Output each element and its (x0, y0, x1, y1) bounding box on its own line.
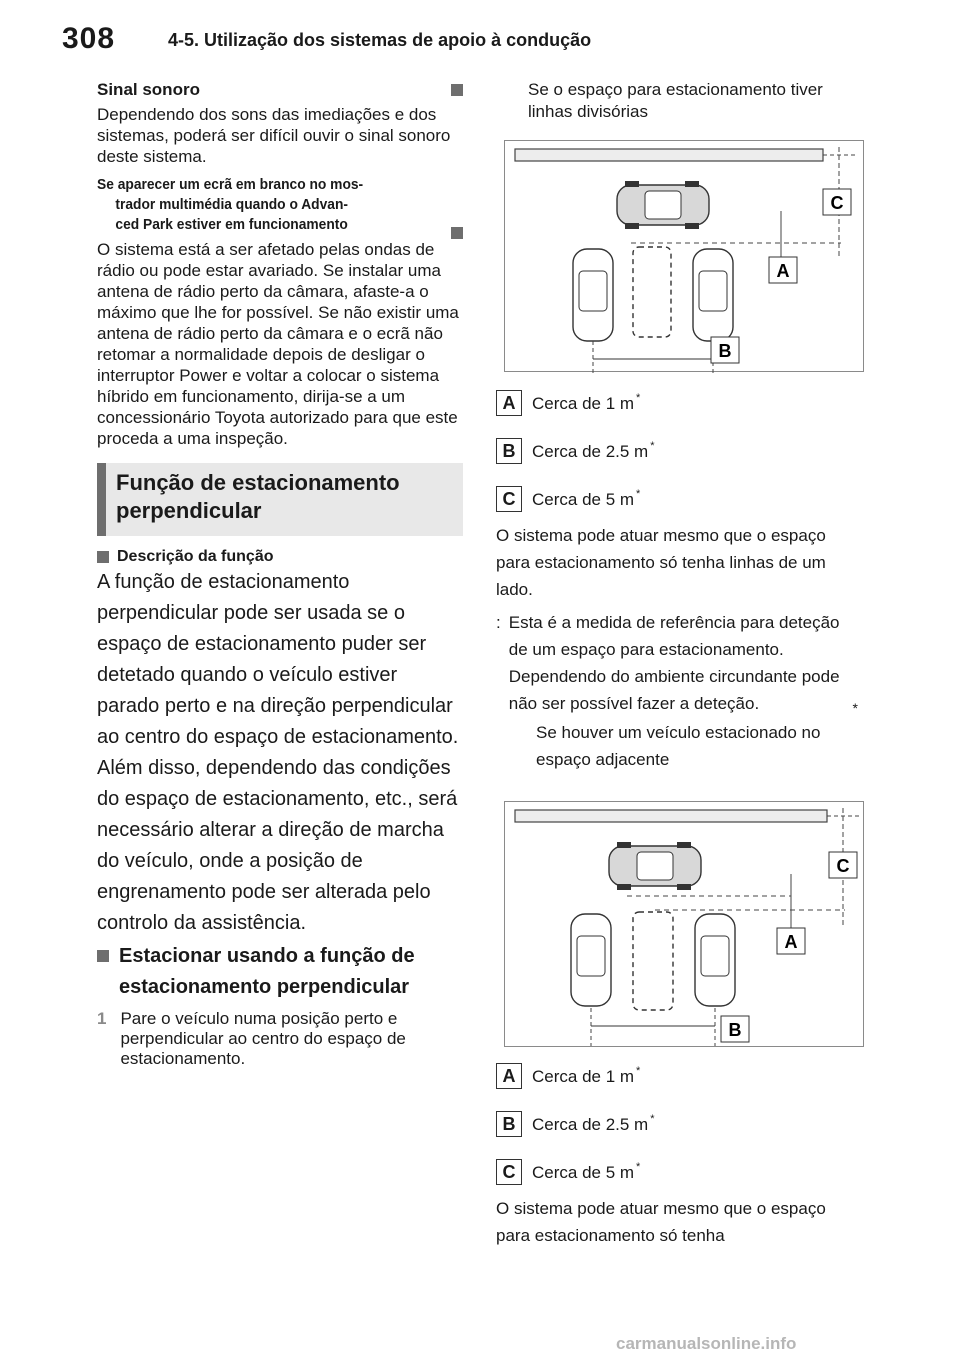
legend-label: B (496, 1111, 522, 1137)
box-title-line-2: perpendicular (116, 498, 262, 523)
car-right (694, 913, 736, 1007)
square-bullet-icon (97, 551, 109, 563)
park-title-line-1: Estacionar usando a função de (119, 945, 415, 967)
box-title-line-1: Função de estacionamento (116, 470, 400, 495)
legend-item: C Cerca de 5 m* (496, 486, 876, 512)
legend-text: Cerca de 1 m* (532, 392, 641, 413)
label-a: A (785, 932, 798, 952)
legend-text: Cerca de 5 m* (532, 488, 641, 509)
legend-item: B Cerca de 2.5 m* (496, 1111, 876, 1137)
footnote-mark: : (496, 613, 501, 632)
right-column: Se o espaço para estacionamento tiver li… (496, 80, 876, 1249)
page-header: 308 4-5. Utilização dos sistemas de apoi… (0, 0, 960, 66)
label-a: A (777, 261, 790, 281)
desc-heading: Descrição da função (97, 548, 463, 566)
parking-diagram-2: C A B (504, 801, 864, 1047)
left-column: Sinal sonoro Dependendo dos sons das ime… (97, 80, 463, 1069)
car-top (616, 181, 710, 229)
cond-heading: Se aparecer um ecrã em branco no mos- tr… (97, 175, 463, 235)
legend-item: C Cerca de 5 m* (496, 1159, 876, 1185)
legend-text: Cerca de 2.5 m* (532, 1113, 655, 1134)
car-left (572, 248, 614, 342)
parking-diagram-2-svg: C A B (514, 808, 859, 1046)
legend-label: A (496, 390, 522, 416)
legend-item: A Cerca de 1 m* (496, 1063, 876, 1089)
cond-text: O sistema está a ser afetado pelas ondas… (97, 240, 459, 448)
paragraph-one-side-2: O sistema pode atuar mesmo que o espaço … (496, 1199, 826, 1245)
square-bullet-icon (97, 950, 109, 962)
footnote-asterisk: * (852, 700, 858, 716)
label-c: C (837, 856, 850, 876)
cond-line-3: ced Park estiver em funcionamento (115, 216, 348, 233)
car-left (570, 913, 612, 1007)
park-title-line-2: estacionamento perpendicular (119, 976, 410, 998)
step-item: 1 Pare o veículo numa posição perto e pe… (97, 1009, 463, 1069)
label-b: B (719, 341, 732, 361)
legend-label: B (496, 438, 522, 464)
cond-line-2: trador multimédia quando o Advan- (115, 196, 348, 213)
legend-label: A (496, 1063, 522, 1089)
watermark: carmanualsonline.info (616, 1334, 797, 1353)
car-top (608, 842, 702, 890)
desc-text: A função de estacionamento perpendicular… (97, 571, 459, 934)
parking-diagram-1-svg: C A B (514, 147, 855, 373)
cond-line-1: Se aparecer um ecrã em branco no mos- (97, 176, 364, 193)
square-bullet-icon (451, 84, 463, 96)
step-text: Pare o veículo numa posição perto e perp… (120, 1009, 406, 1068)
legend-label: C (496, 1159, 522, 1185)
square-bullet-icon (451, 227, 463, 239)
section-title: 4-5. Utilização dos sistemas de apoio à … (168, 30, 592, 50)
paragraph-one-side: O sistema pode atuar mesmo que o espaço … (496, 526, 826, 599)
page-number: 308 (62, 22, 116, 55)
label-b: B (729, 1020, 742, 1040)
legend-text: Cerca de 2.5 m* (532, 440, 655, 461)
footnote: : Esta é a medida de referência para det… (496, 609, 876, 717)
sinal-heading: Sinal sonoro (97, 80, 463, 100)
legend-item: A Cerca de 1 m* (496, 390, 876, 416)
parking-diagram-1: C A B (504, 140, 864, 373)
desc-title: Descrição da função (117, 548, 274, 565)
step-number: 1 (97, 1009, 107, 1028)
legend-text: Cerca de 5 m* (532, 1161, 641, 1182)
label-c: C (831, 193, 844, 213)
footnote-text: Esta é a medida de referência para deteç… (508, 613, 840, 713)
sinal-text: Dependendo dos sons das imediações e dos… (97, 105, 451, 166)
legend-item: B Cerca de 2.5 m* (496, 438, 876, 464)
cond1-title: Se o espaço para estacionamento tiver li… (528, 80, 823, 121)
legend-text: Cerca de 1 m* (532, 1065, 641, 1086)
legend-label: C (496, 486, 522, 512)
section-box: Função de estacionamento perpendicular (97, 463, 463, 536)
car-right (692, 248, 734, 342)
park-heading: Estacionar usando a função de estacionam… (97, 941, 463, 1003)
cond2-title: Se houver um veículo estacionado no espa… (536, 723, 821, 769)
sinal-title: Sinal sonoro (97, 80, 200, 99)
